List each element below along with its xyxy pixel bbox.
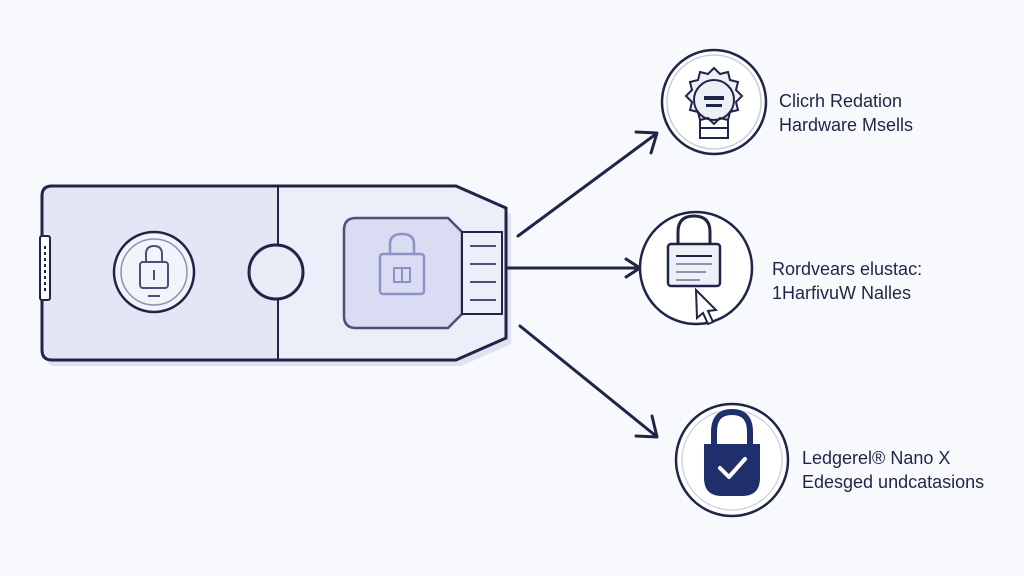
padlock-check-icon xyxy=(674,402,790,518)
usb-connector-icon xyxy=(461,231,503,315)
branch-label-1: Clicrh Redation Hardware Msells xyxy=(779,89,913,137)
branch-label-3: Ledgerel® Nano X Edesged undcatasions xyxy=(802,446,984,494)
cursor-icon xyxy=(694,287,719,326)
branch-1-line-2: Hardware Msells xyxy=(779,115,914,135)
arrowhead-bottom xyxy=(634,414,659,439)
branch-2-line-2: 1HarfivuW Nalles xyxy=(772,283,912,303)
arrowhead-top xyxy=(634,130,659,155)
padlock-document-cursor-icon xyxy=(638,210,754,326)
arrow-to-top xyxy=(516,132,658,238)
shield-lock-icon xyxy=(112,230,196,314)
check-icon xyxy=(718,457,747,479)
padlock-chip-icon xyxy=(342,216,464,330)
side-port xyxy=(39,235,51,301)
seal-badge-icon xyxy=(660,48,768,156)
arrow-to-bottom xyxy=(518,324,658,438)
branch-1-line-1: Clicrh Redation xyxy=(779,91,903,111)
branch-3-line-2: Edesged undcatasions xyxy=(802,472,985,492)
branch-3-line-1: Ledgerel® Nano X xyxy=(802,448,951,468)
branch-label-2: Rordvears elustac: 1HarfivuW Nalles xyxy=(772,257,922,305)
port-circle-icon xyxy=(247,243,305,301)
branch-arrows xyxy=(506,130,659,439)
branch-2-line-1: Rordvears elustac: xyxy=(772,259,923,279)
device-outline xyxy=(40,184,508,362)
